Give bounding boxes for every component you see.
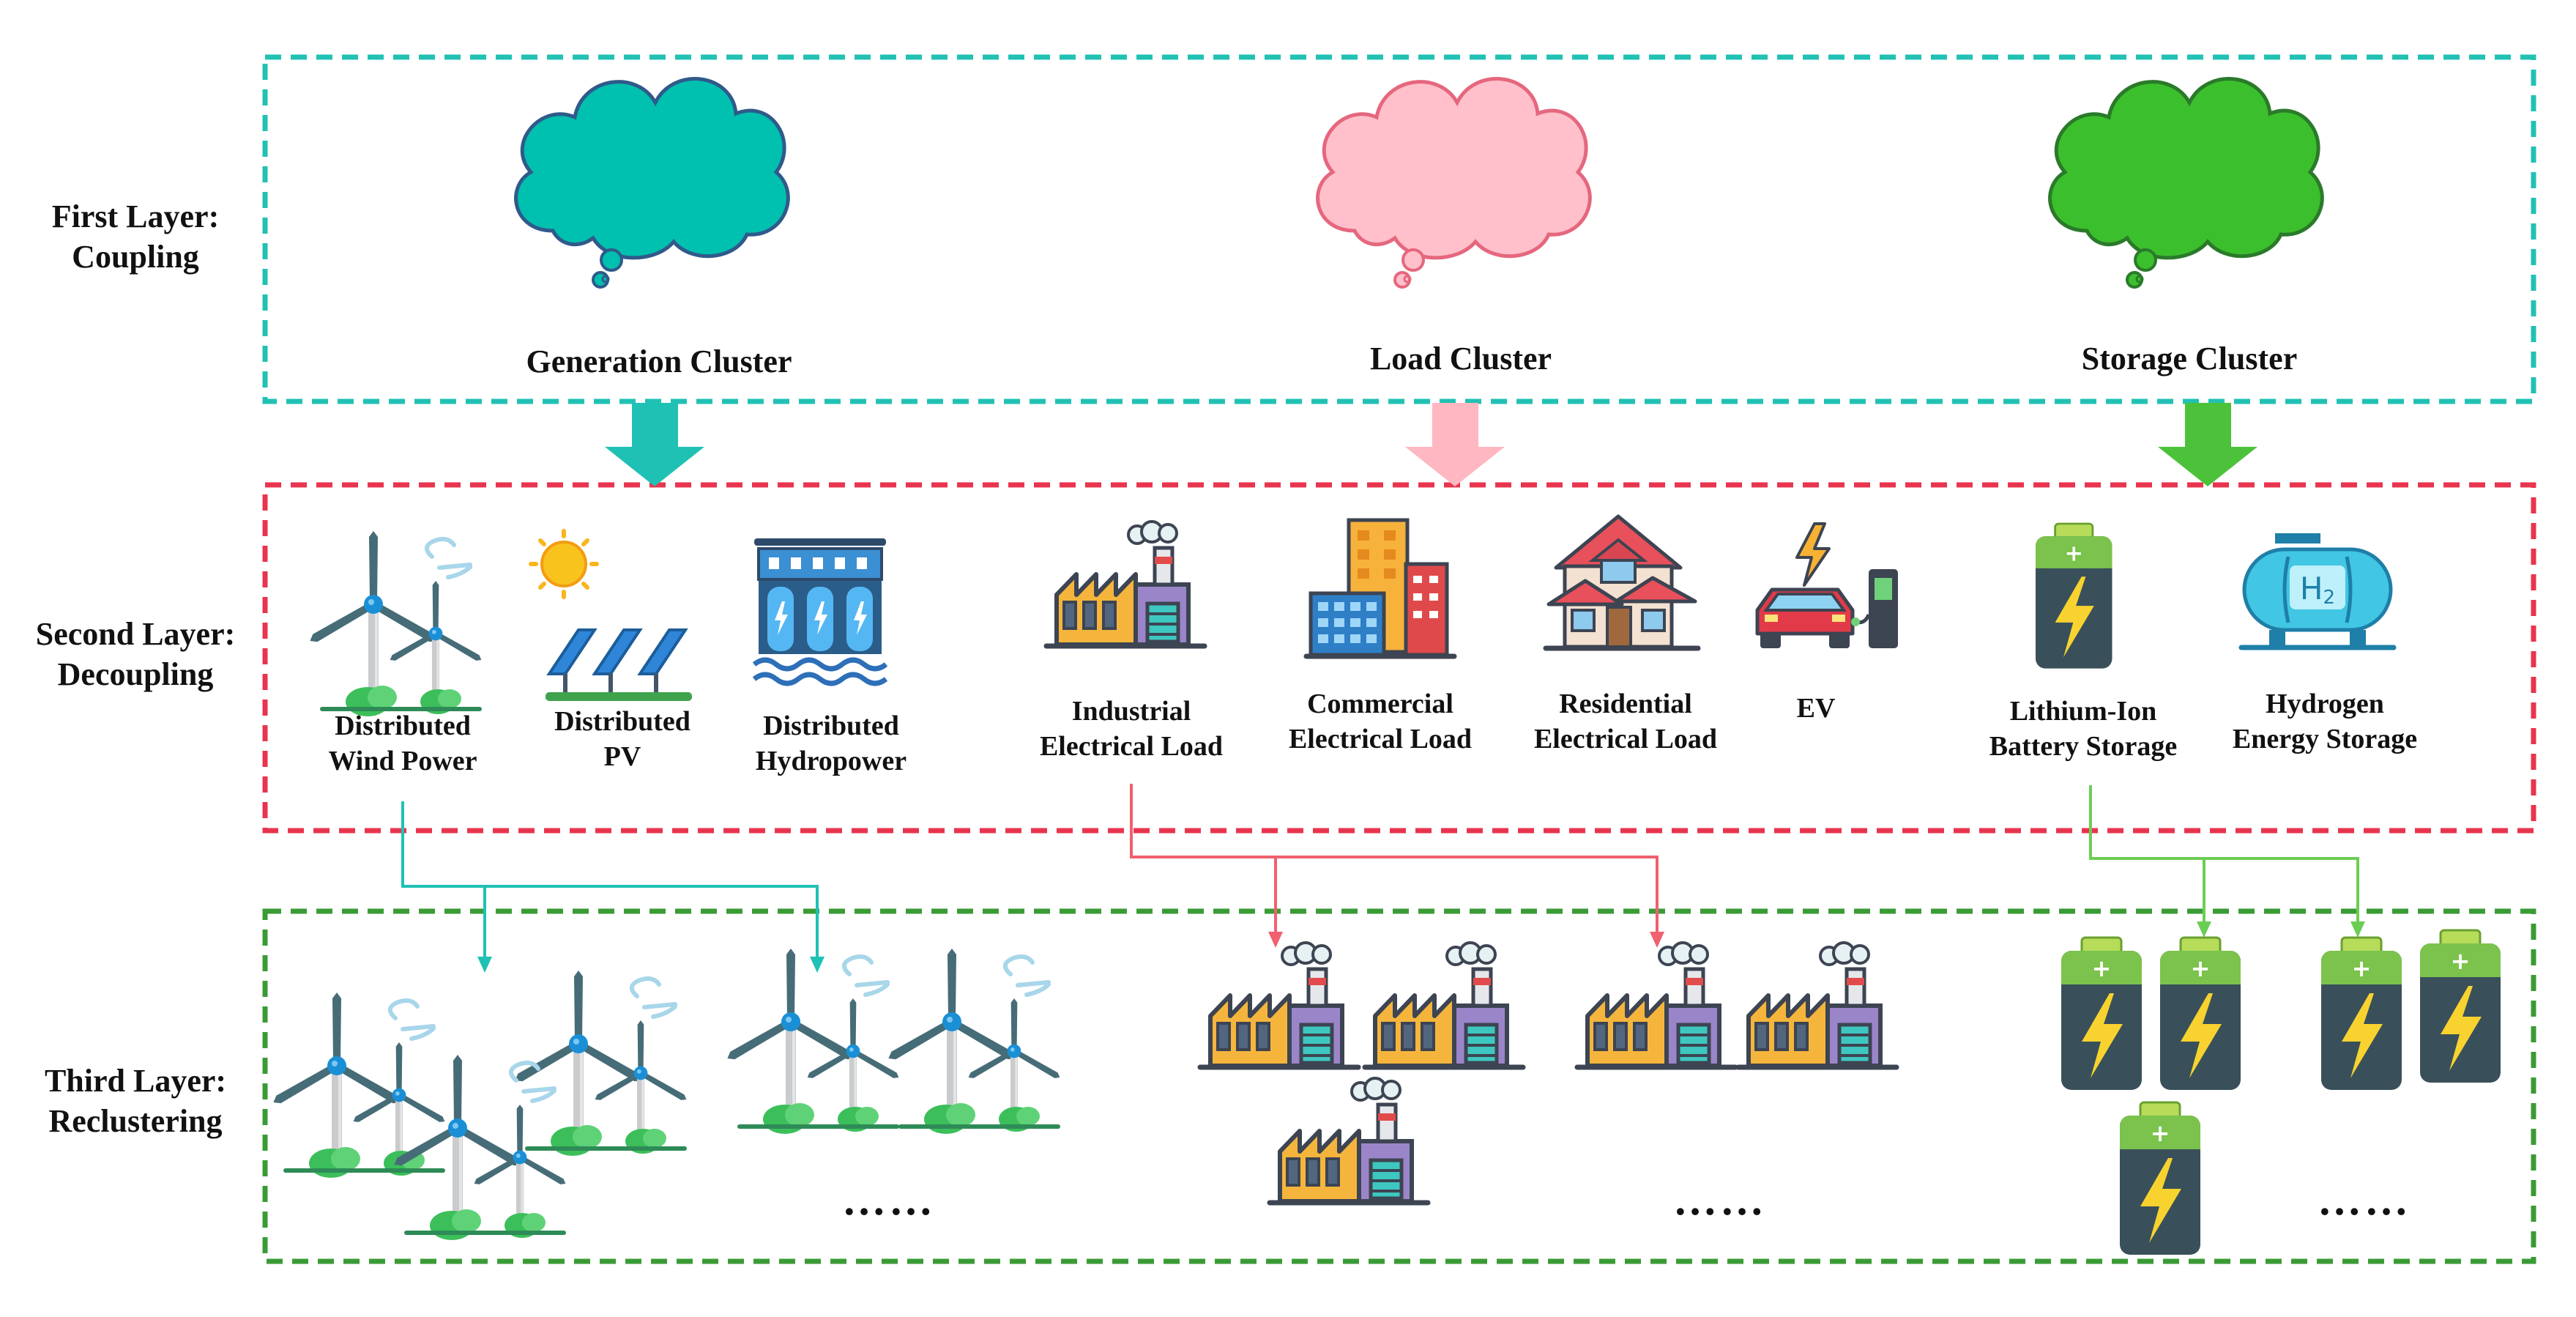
wind-item-label: Distributed Wind Power (293, 709, 513, 779)
load-cluster-cloud (1316, 77, 1592, 289)
generation-cluster-cloud (514, 77, 790, 289)
load-down-arrow (1405, 403, 1505, 486)
pv-item-line1: Distributed (554, 706, 690, 737)
office-building-icon (1303, 518, 1457, 659)
residential-item-line1: Residential (1559, 689, 1692, 719)
third-layer-label: Third Layer: Reclustering (15, 1061, 256, 1141)
wind-farm-group-2 (725, 949, 1061, 1134)
storage-cluster-cloud (2048, 77, 2324, 289)
third-layer-title: Third Layer: (44, 1063, 227, 1099)
pv-item-line2: PV (603, 741, 641, 772)
storage-ellipsis: …… (2318, 1176, 2411, 1224)
wind-item-line1: Distributed (335, 711, 471, 741)
load-cluster-label: Load Cluster (1369, 341, 1552, 376)
factory-group-1 (1200, 943, 1523, 1205)
wind-farm-group-1 (271, 971, 688, 1240)
first-layer-label: First Layer: Coupling (15, 196, 256, 277)
second-layer-title: Second Layer: (35, 616, 236, 652)
hydropower-dam-icon (752, 538, 888, 686)
factory-icon (1046, 522, 1205, 648)
battery-group-1 (2060, 936, 2242, 1256)
factory-group-2 (1577, 943, 1896, 1069)
ev-item-label: EV (1750, 691, 1882, 727)
electric-car-icon (1755, 522, 1898, 648)
industrial-item-line2: Electrical Load (1039, 730, 1224, 762)
hydrogen-item-line2: Energy Storage (2232, 723, 2418, 754)
first-layer-subtitle: Coupling (72, 239, 199, 275)
solar-panel-icon (529, 529, 692, 701)
lithium-item-label: Lithium-Ion Battery Storage (1962, 694, 2204, 764)
hydro-item-label: Distributed Hydropower (721, 709, 941, 779)
commercial-item-label: Commercial Electrical Load (1259, 687, 1501, 757)
generation-down-arrow (605, 403, 704, 486)
commercial-item-line1: Commercial (1307, 689, 1453, 719)
load-connector (1130, 784, 1664, 948)
second-layer-box (262, 482, 2536, 834)
commercial-item-line2: Electrical Load (1288, 723, 1473, 754)
storage-down-arrow (2158, 403, 2257, 486)
hydro-item-line1: Distributed (763, 711, 899, 741)
battery-icon (2034, 522, 2113, 670)
generation-ellipsis: …… (842, 1176, 936, 1224)
generation-connector (401, 801, 824, 973)
first-layer-title: First Layer: (51, 199, 220, 234)
storage-cluster-label: Storage Cluster (2081, 341, 2298, 376)
storage-connector (2089, 785, 2365, 938)
residential-item-line2: Electrical Load (1533, 723, 1718, 754)
wind-turbine-icon (308, 531, 483, 716)
residential-item-label: Residential Electrical Load (1505, 687, 1746, 757)
lithium-item-line2: Battery Storage (1989, 730, 2178, 762)
third-layer-box (262, 908, 2536, 1264)
ev-item-line1: EV (1796, 693, 1836, 724)
third-layer-subtitle: Reclustering (48, 1103, 223, 1139)
first-layer-box (262, 54, 2536, 404)
hydro-item-line2: Hydropower (755, 745, 907, 776)
wind-item-line2: Wind Power (328, 745, 477, 776)
lithium-item-line1: Lithium-Ion (2009, 696, 2157, 727)
house-icon (1543, 514, 1701, 651)
generation-cluster-label: Generation Cluster (526, 344, 792, 379)
second-layer-label: Second Layer: Decoupling (15, 614, 256, 694)
battery-group-2 (2320, 929, 2502, 1091)
industrial-item-label: Industrial Electrical Load (1010, 694, 1252, 764)
hydrogen-tank-icon: H2 (2238, 533, 2397, 650)
hydrogen-item-label: Hydrogen Energy Storage (2204, 687, 2446, 757)
second-layer-subtitle: Decoupling (57, 656, 214, 692)
hydrogen-item-line1: Hydrogen (2266, 689, 2384, 719)
industrial-item-line1: Industrial (1071, 696, 1191, 727)
pv-item-label: Distributed PV (513, 705, 732, 774)
load-ellipsis: …… (1673, 1176, 1767, 1224)
